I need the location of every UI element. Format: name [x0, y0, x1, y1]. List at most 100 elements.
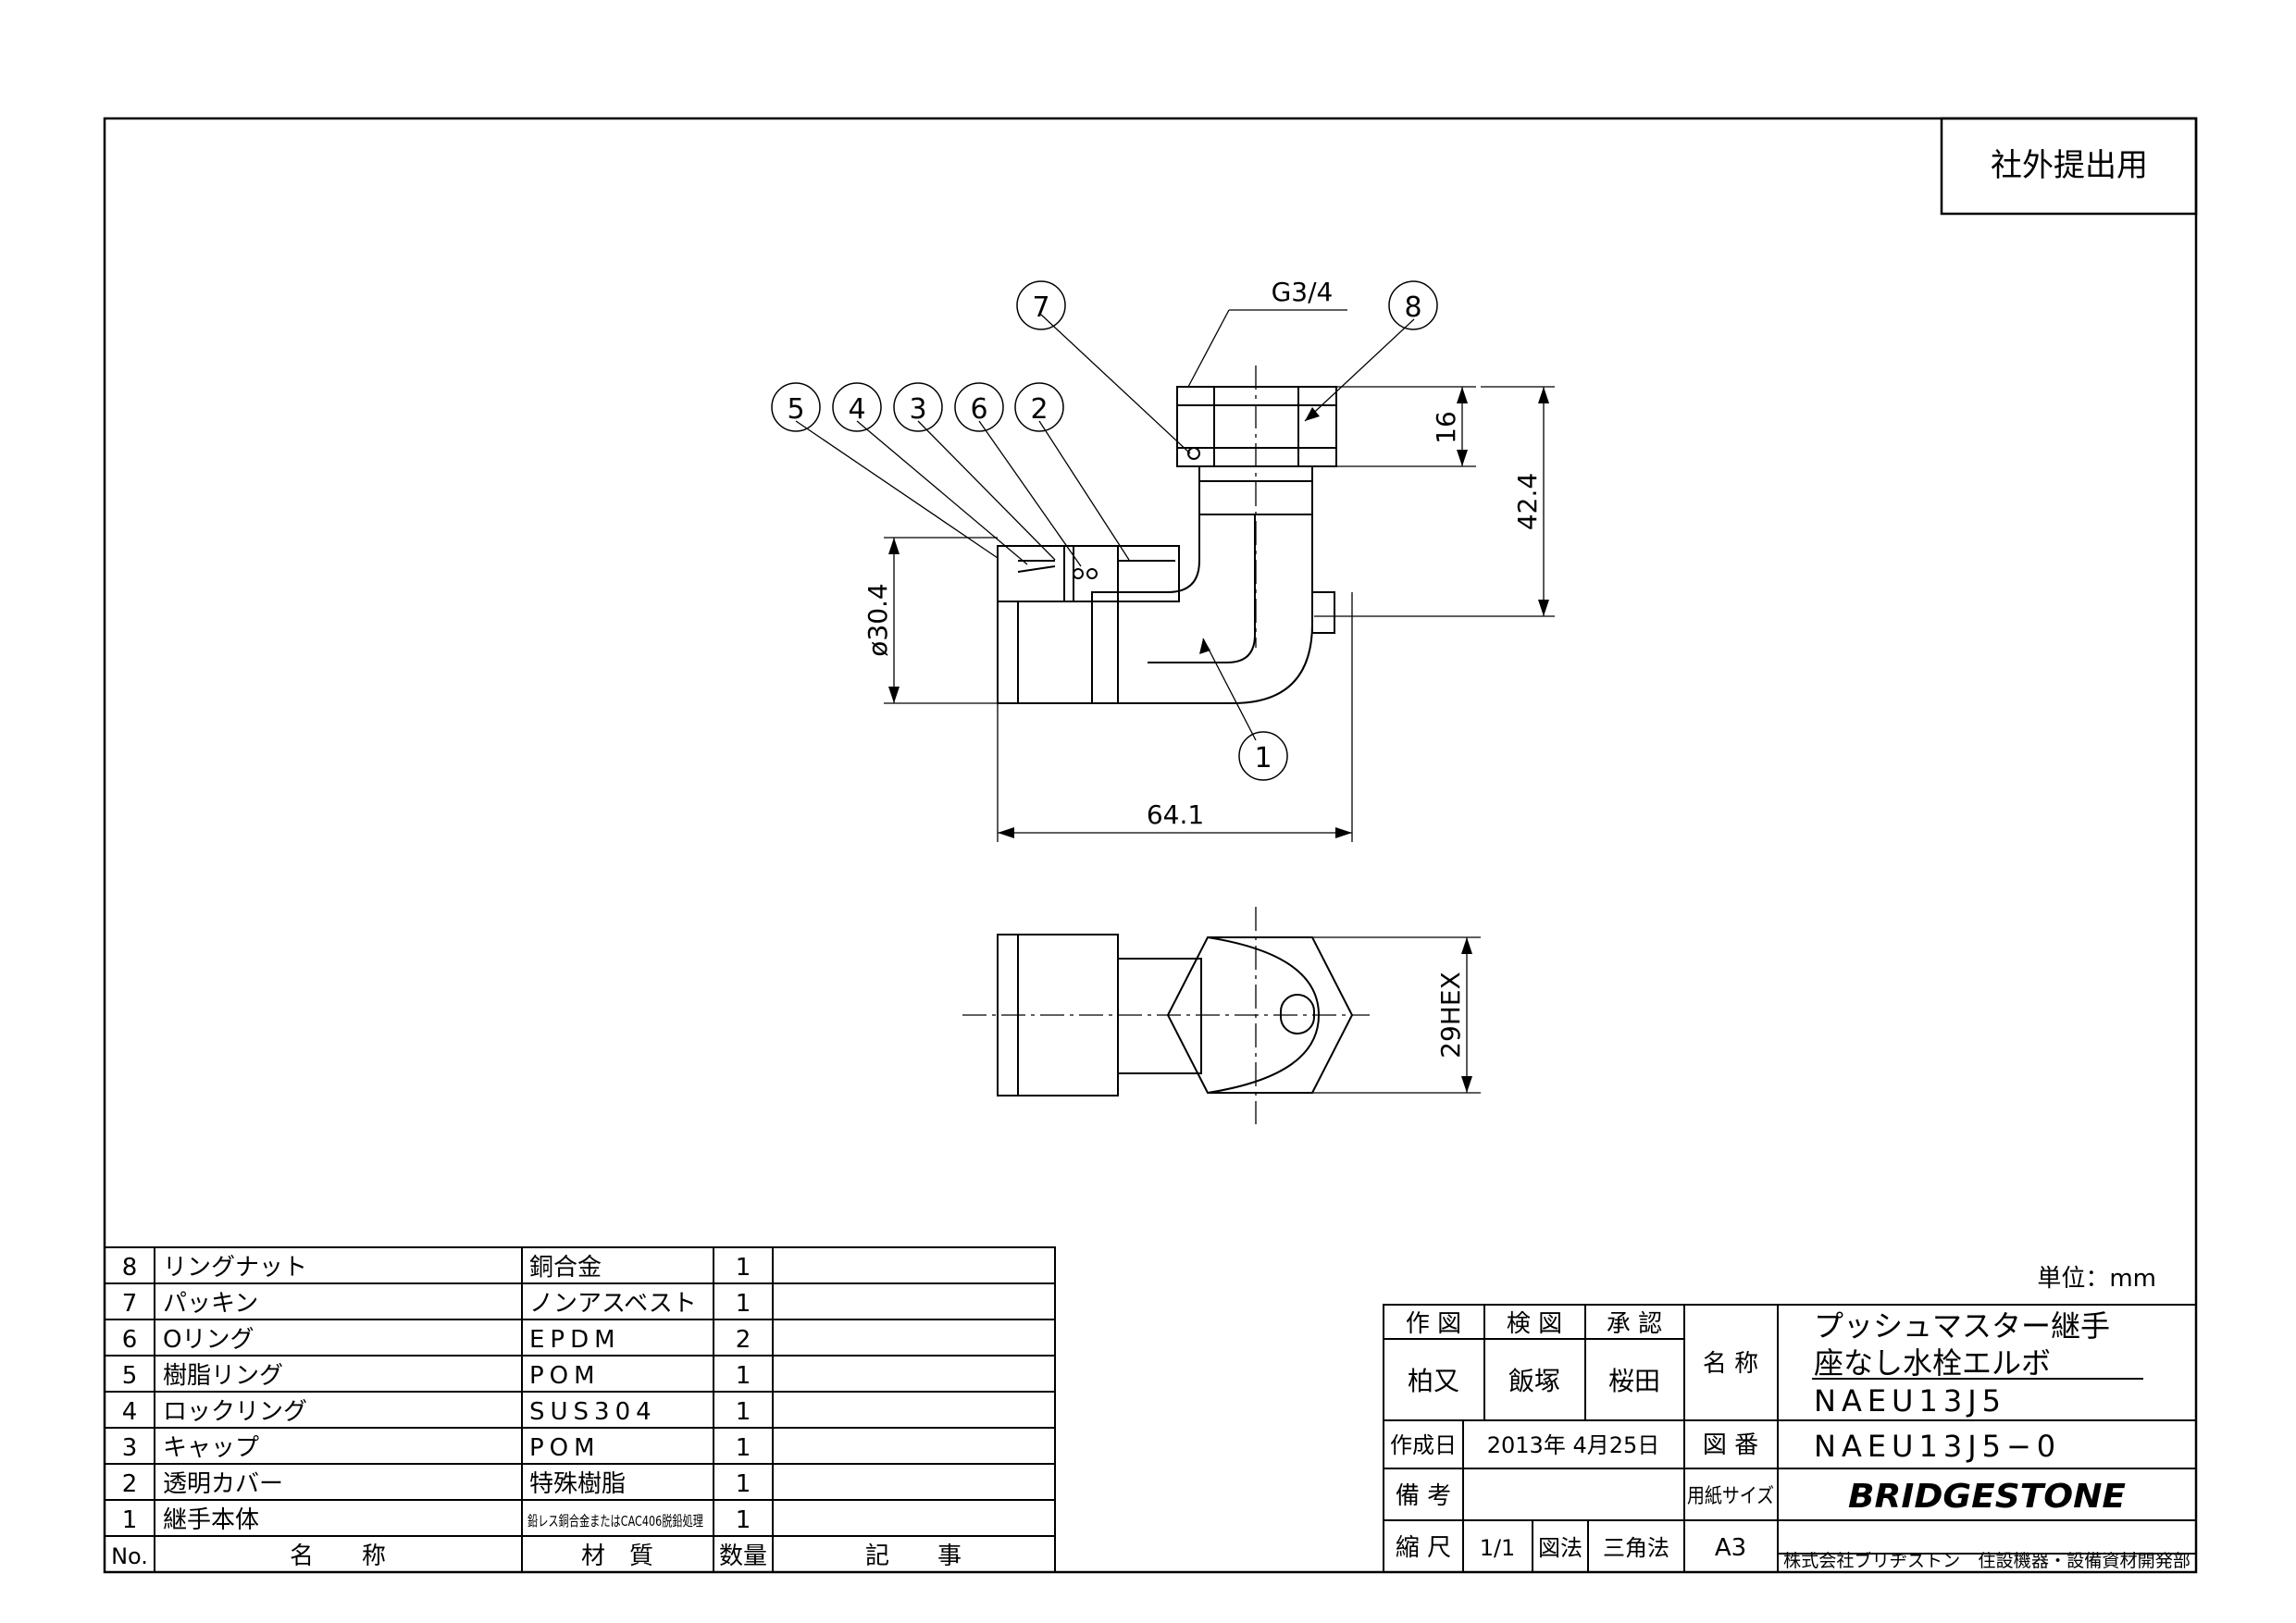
svg-text:4: 4	[122, 1398, 138, 1426]
svg-text:8: 8	[1404, 291, 1421, 324]
thread-leader	[1187, 309, 1347, 388]
stamp-box: 社外提出用	[1940, 117, 2198, 216]
svg-text:材 質: 材 質	[581, 1542, 653, 1570]
parts-row: 8 リングナット 銅合金 1	[122, 1254, 751, 1282]
unit-label: 単位：mm	[2037, 1265, 2156, 1293]
callout-1: 1	[1238, 731, 1288, 781]
svg-text:4: 4	[848, 393, 865, 426]
top-centerlines	[962, 907, 1370, 1124]
svg-text:ノンアスベスト: ノンアスベスト	[529, 1290, 697, 1318]
approved-label: 承 認	[1607, 1310, 1662, 1338]
product-name-line1: プッシュマスター継手	[1814, 1308, 2110, 1344]
svg-text:特殊樹脂: 特殊樹脂	[529, 1470, 626, 1498]
svg-text:1: 1	[736, 1254, 751, 1282]
svg-text:EPDM: EPDM	[529, 1326, 621, 1354]
title-block	[1383, 1304, 2197, 1573]
dim-hex: 29HEX	[1435, 972, 1466, 1059]
svg-text:名 称: 名 称	[290, 1542, 386, 1570]
svg-text:1: 1	[736, 1362, 751, 1390]
svg-text:2: 2	[736, 1326, 751, 1354]
svg-text:透明カバー: 透明カバー	[163, 1470, 283, 1498]
approved-by: 桜田	[1608, 1366, 1660, 1396]
svg-text:銅合金: 銅合金	[529, 1254, 602, 1282]
front-dimensions	[884, 386, 1555, 842]
checked-label: 検 図	[1507, 1310, 1562, 1338]
drawing-no-label: 図 番	[1703, 1431, 1758, 1459]
model-number: NAEU13J5	[1814, 1383, 2006, 1419]
callout-8: 8	[1388, 280, 1438, 330]
paper-label: 用紙サイズ	[1687, 1485, 1774, 1508]
svg-text:樹脂リング: 樹脂リング	[163, 1362, 283, 1390]
svg-text:POM: POM	[529, 1362, 601, 1390]
svg-text:パッキン: パッキン	[163, 1290, 258, 1318]
hex-dimension	[1312, 936, 1481, 1094]
svg-text:キャップ: キャップ	[163, 1434, 259, 1462]
svg-text:リングナット: リングナット	[163, 1254, 307, 1282]
stamp-label: 社外提出用	[1991, 147, 2148, 184]
parts-row: 5 樹脂リング POM 1	[122, 1362, 751, 1390]
svg-text:1: 1	[736, 1398, 751, 1426]
svg-text:Oリング: Oリング	[163, 1326, 254, 1354]
callout-4: 4	[832, 382, 882, 432]
svg-text:No.: No.	[111, 1543, 148, 1569]
parts-row: 4 ロックリング SUS304 1	[122, 1398, 751, 1426]
scale-value: 1/1	[1480, 1535, 1516, 1561]
parts-row: 2 透明カバー 特殊樹脂 1	[122, 1470, 751, 1498]
callout-7: 7	[1016, 280, 1066, 330]
company-name: 株式会社ブリヂストン 住設機器・設備資材開発部	[1783, 1550, 2191, 1571]
drawing-frame	[103, 117, 2198, 1574]
callout-3: 3	[893, 382, 943, 432]
parts-table	[104, 1246, 1056, 1573]
method-value: 三角法	[1603, 1535, 1669, 1561]
svg-text:3: 3	[122, 1434, 138, 1462]
svg-text:1: 1	[736, 1434, 751, 1462]
svg-text:2: 2	[1030, 393, 1048, 426]
svg-text:1: 1	[736, 1290, 751, 1318]
svg-text:3: 3	[909, 393, 926, 426]
svg-text:2: 2	[122, 1470, 138, 1498]
front-view	[997, 386, 1337, 704]
product-name-line2: 座なし水栓エルボ	[1814, 1345, 2051, 1381]
svg-text:数量: 数量	[719, 1542, 767, 1570]
scale-label: 縮 尺	[1396, 1534, 1451, 1562]
svg-text:8: 8	[122, 1254, 138, 1282]
method-label: 図法	[1538, 1535, 1582, 1561]
brand-logo: BRIDGESTONE	[1848, 1478, 2126, 1516]
svg-text:SUS304: SUS304	[529, 1398, 657, 1426]
svg-text:7: 7	[1032, 291, 1049, 324]
parts-row: 7 パッキン ノンアスベスト 1	[122, 1290, 751, 1318]
dimension-arrows	[888, 387, 1549, 838]
callout-leaders	[795, 314, 1415, 741]
svg-text:POM: POM	[529, 1434, 601, 1462]
dim-64: 64.1	[1147, 799, 1204, 830]
dim-16: 16	[1431, 411, 1461, 444]
svg-text:1: 1	[122, 1506, 138, 1534]
svg-text:記 事: 記 事	[865, 1542, 962, 1570]
parts-row: 3 キャップ POM 1	[122, 1434, 751, 1462]
svg-text:7: 7	[122, 1290, 138, 1318]
name-label: 名 称	[1703, 1350, 1758, 1378]
callout-2: 2	[1014, 382, 1064, 432]
svg-text:継手本体: 継手本体	[163, 1506, 259, 1534]
svg-text:6: 6	[970, 393, 987, 426]
parts-row: 6 Oリング EPDM 2	[122, 1326, 751, 1354]
date-value: 2013年 4月25日	[1487, 1432, 1660, 1458]
svg-text:1: 1	[736, 1506, 751, 1534]
svg-text:5: 5	[787, 393, 804, 426]
parts-row: 1 継手本体 鉛レス銅合金またはCAC406脱鉛処理 1	[122, 1506, 751, 1534]
remarks-label: 備 考	[1396, 1482, 1451, 1510]
dim-42: 42.4	[1512, 473, 1543, 530]
svg-text:1: 1	[1254, 742, 1272, 774]
paper-size: A3	[1715, 1534, 1746, 1562]
checked-by: 飯塚	[1508, 1366, 1560, 1396]
drawn-by: 柏又	[1408, 1366, 1459, 1396]
callout-5: 5	[771, 382, 821, 432]
svg-text:1: 1	[736, 1470, 751, 1498]
dim-30: ø30.4	[863, 583, 893, 656]
date-label: 作成日	[1390, 1432, 1457, 1458]
parts-header: No. 名 称 材 質 数量 記 事	[111, 1542, 962, 1570]
svg-text:6: 6	[122, 1326, 138, 1354]
dim-thread: G3/4	[1272, 277, 1334, 307]
svg-text:5: 5	[122, 1362, 138, 1390]
svg-text:鉛レス銅合金またはCAC406脱鉛処理: 鉛レス銅合金またはCAC406脱鉛処理	[527, 1513, 703, 1530]
